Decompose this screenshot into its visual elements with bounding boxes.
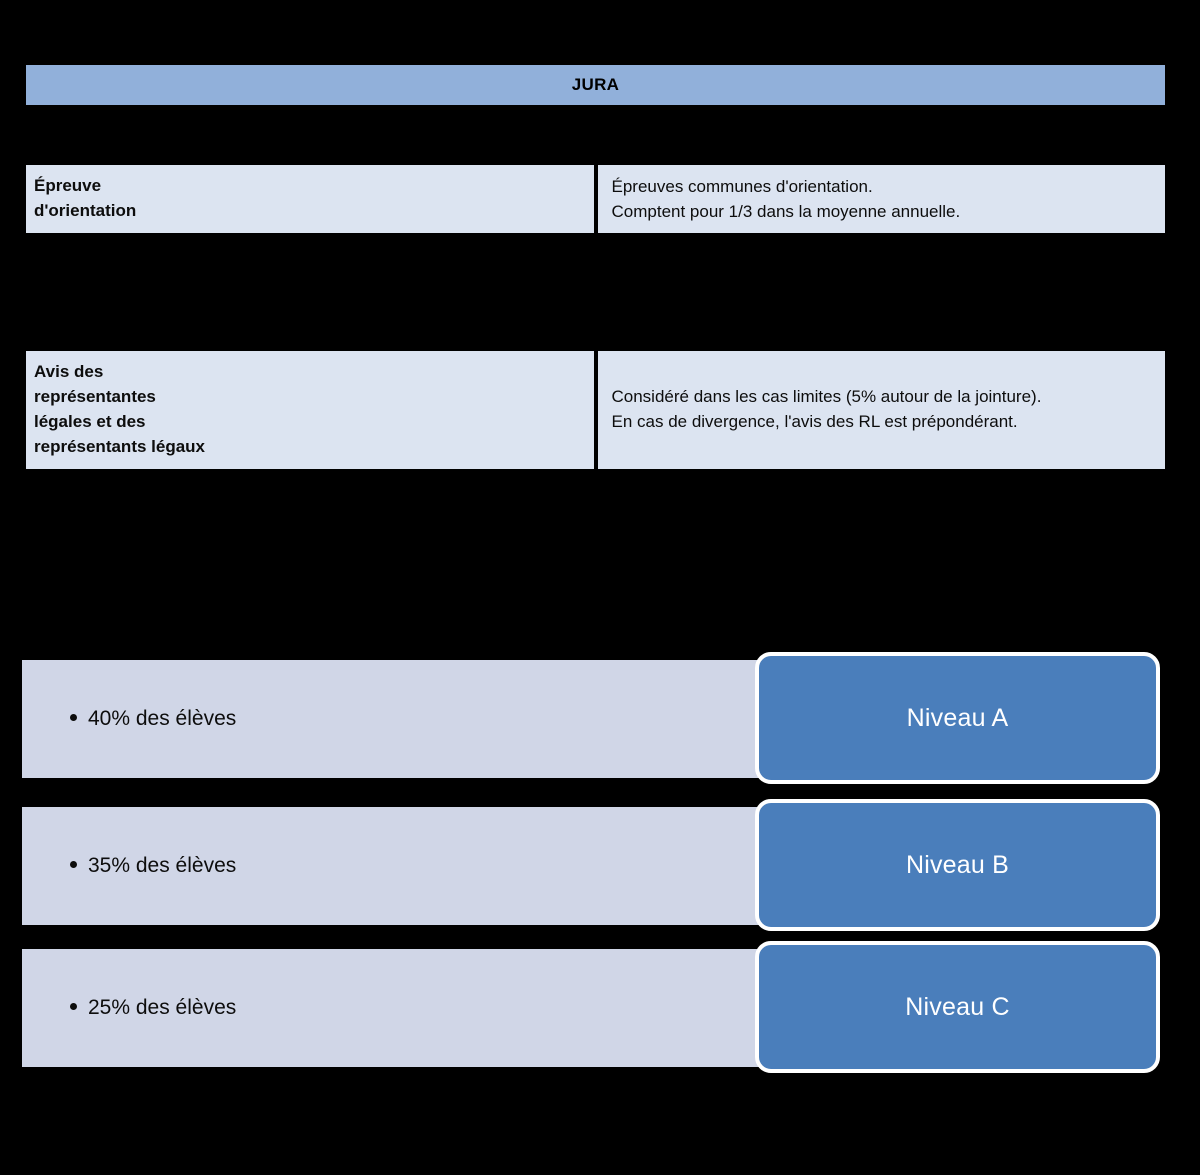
level-share-bar-c: 25% des élèves bbox=[22, 949, 782, 1067]
jura-criteria-table: JURA Épreuve d'orientation Épreuves comm… bbox=[24, 63, 1167, 471]
row-body-epreuve: Épreuves communes d'orientation. Compten… bbox=[598, 165, 1166, 233]
row-label-cell-epreuve: Épreuve d'orientation bbox=[24, 163, 596, 236]
row-body-line: Épreuves communes d'orientation. bbox=[611, 177, 873, 196]
level-chip-c[interactable]: Niveau C bbox=[755, 941, 1160, 1073]
table-row: Avis des représentantes légales et des r… bbox=[24, 349, 1167, 471]
level-chip-label-a: Niveau A bbox=[906, 703, 1009, 732]
level-share-text-a: 40% des élèves bbox=[22, 707, 236, 731]
level-share-bar-b: 35% des élèves bbox=[22, 807, 782, 925]
level-chip-b[interactable]: Niveau B bbox=[755, 799, 1160, 931]
table-title-cell: JURA bbox=[24, 63, 1167, 107]
row-label-cell-avis: Avis des représentantes légales et des r… bbox=[24, 349, 596, 471]
level-share-value-b: 35% des élèves bbox=[88, 854, 237, 877]
blank-body-cell-2 bbox=[595, 235, 1167, 350]
level-row-a: 40% des élèves Niveau A bbox=[0, 652, 1200, 784]
row-body-line: Considéré dans les cas limites (5% autou… bbox=[611, 387, 1042, 407]
level-row-c: 25% des élèves Niveau C bbox=[0, 941, 1200, 1073]
row-body-cell-avis: Considéré dans les cas limites (5% autou… bbox=[595, 349, 1167, 471]
level-chip-a[interactable]: Niveau A bbox=[755, 652, 1160, 784]
level-share-value-c: 25% des élèves bbox=[88, 996, 237, 1019]
blank-label-cell-2 bbox=[24, 235, 596, 350]
table-row bbox=[24, 235, 1167, 350]
level-chip-label-c: Niveau C bbox=[905, 992, 1010, 1021]
level-share-text-b: 35% des élèves bbox=[22, 854, 236, 878]
row-label-line: représentantes bbox=[34, 387, 156, 407]
blank-body-cell-1 bbox=[595, 107, 1167, 163]
row-label-line: représentants légaux bbox=[34, 436, 206, 456]
bullet-icon bbox=[70, 1003, 77, 1011]
blank-label-cell-1 bbox=[24, 107, 596, 163]
row-body-avis: Considéré dans les cas limites (5% autou… bbox=[598, 351, 1166, 443]
row-label-line: Avis des bbox=[34, 362, 104, 382]
level-chip-label-b: Niveau B bbox=[905, 850, 1010, 879]
row-body-line: Comptent pour 1/3 dans la moyenne annuel… bbox=[611, 202, 961, 222]
table-row: Épreuve d'orientation Épreuves communes … bbox=[24, 163, 1167, 236]
row-label-line: d'orientation bbox=[34, 200, 137, 220]
row-label-epreuve: Épreuve d'orientation bbox=[26, 165, 594, 233]
bullet-icon bbox=[70, 861, 77, 869]
bullet-icon bbox=[70, 714, 77, 722]
level-share-text-c: 25% des élèves bbox=[22, 996, 236, 1020]
table-row bbox=[24, 107, 1167, 163]
level-row-b: 35% des élèves Niveau B bbox=[0, 799, 1200, 931]
level-share-value-a: 40% des élèves bbox=[88, 707, 237, 730]
level-share-bar-a: 40% des élèves bbox=[22, 660, 782, 778]
row-body-line: En cas de divergence, l'avis des RL est … bbox=[611, 412, 1018, 432]
row-label-avis: Avis des représentantes légales et des r… bbox=[26, 351, 594, 468]
row-label-line: légales et des bbox=[34, 411, 146, 431]
table-header-row: JURA bbox=[24, 63, 1167, 107]
row-label-line: Épreuve bbox=[34, 176, 102, 195]
row-body-cell-epreuve: Épreuves communes d'orientation. Compten… bbox=[595, 163, 1167, 236]
